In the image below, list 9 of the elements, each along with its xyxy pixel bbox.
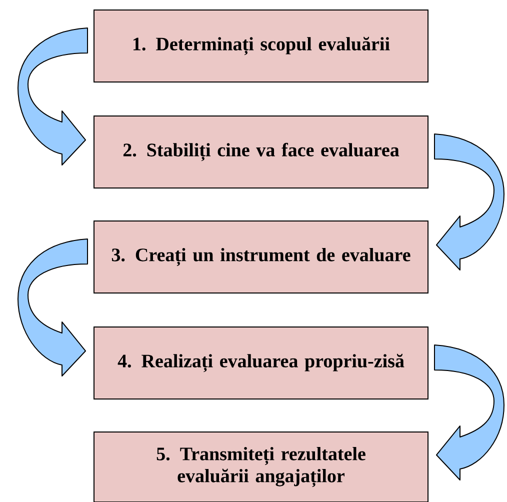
step-box: 2. Stabiliți cine va face evaluarea xyxy=(94,116,428,188)
step-box: 5. Transmiteți rezultatele evaluării angajaților xyxy=(94,431,428,502)
curved-arrow xyxy=(434,344,504,480)
step-box: 3. Creați un instrument de evaluare xyxy=(94,220,428,294)
curved-arrow xyxy=(434,133,504,270)
curved-arrow xyxy=(18,238,88,376)
step-box: 1. Determinați scopul evaluării xyxy=(94,10,428,82)
step-box: 4. Realizați evaluarea propriu-zisă xyxy=(94,326,428,400)
curved-arrow xyxy=(18,28,88,166)
